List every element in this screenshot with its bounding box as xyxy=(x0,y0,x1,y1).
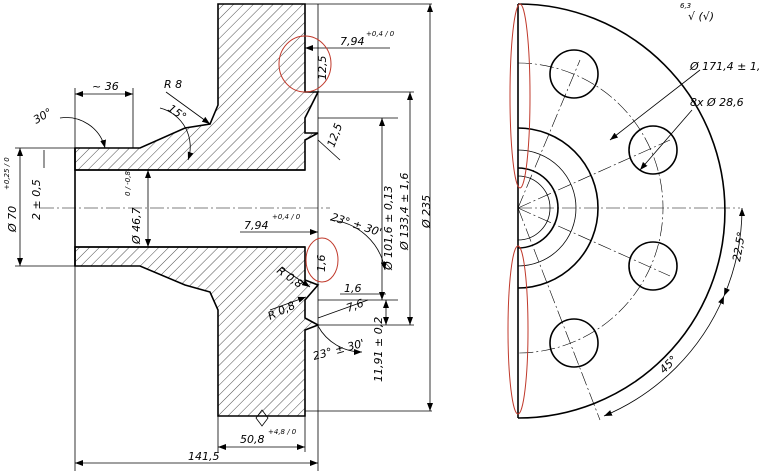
red-circle-12-5 xyxy=(278,35,332,93)
dim-101-6: Ø 101,6 ± 0,13 xyxy=(382,186,395,271)
upper-section-body xyxy=(74,3,320,171)
leader-holes xyxy=(639,109,693,171)
arc-30 xyxy=(59,117,107,149)
arc-22-5 xyxy=(723,207,745,297)
dim-15: 15° xyxy=(165,102,188,124)
bolt-hole-2 xyxy=(628,125,678,175)
dim-holes: 8x Ø 28,6 xyxy=(690,96,744,109)
dim-23-top: 23° ± 30' xyxy=(329,210,383,239)
dim-30: 30° xyxy=(31,106,54,127)
dim-7-6: 7,6 xyxy=(345,297,366,315)
dim-11-91: 11,91 ± 0,2 xyxy=(372,317,385,382)
red-ellipse-bottom xyxy=(507,245,529,415)
leader-r08-b xyxy=(269,296,307,311)
dim-7-94-top-tol: +0,4 / 0 xyxy=(366,30,395,38)
dim-70: Ø 70 xyxy=(6,206,19,233)
bolt-hole-4 xyxy=(549,318,599,368)
radial-line-4 xyxy=(517,207,601,421)
bolt-hole-1 xyxy=(549,49,599,99)
dim-22-5: 22,5° xyxy=(730,231,748,263)
bolt-hole-3 xyxy=(628,241,678,291)
radial-line-1 xyxy=(517,59,581,209)
dim-36: ~ 36 xyxy=(92,80,119,93)
dim-133-4: Ø 133,4 ± 1,6 xyxy=(398,173,411,251)
dim-12-5-b: 12,5 xyxy=(325,122,346,149)
dim-7-94-mid-tol: +0,4 / 0 xyxy=(272,213,301,221)
leader-12-5-b xyxy=(317,139,341,161)
arc-45 xyxy=(603,295,725,417)
dim-23-bot: 23° ± 30' xyxy=(311,337,365,363)
dim-45: 45° xyxy=(657,353,680,376)
red-markups-right xyxy=(507,3,531,415)
dim-50-8: 50,8 xyxy=(240,433,265,446)
dim-2: 2 ± 0,5 xyxy=(30,179,43,220)
radial-line-3 xyxy=(517,207,671,277)
dim-12-5-a: 12,5 xyxy=(316,56,329,81)
dim-171-4: Ø 171,4 ± 1,6 xyxy=(689,60,760,73)
roughness-marks: √ (√) xyxy=(688,10,714,23)
leader-7-6 xyxy=(317,299,369,319)
leader-r8 xyxy=(165,91,211,125)
roughness-value: 6,3 xyxy=(680,2,691,10)
dim-1-6: 1,6 xyxy=(315,255,328,273)
leader-r08-a xyxy=(281,267,311,288)
red-circle-1-6 xyxy=(305,237,339,283)
dim-7-94-mid: 7,94 xyxy=(244,219,269,232)
dim-50-8-tol: +4,8 / 0 xyxy=(268,428,297,436)
red-markups-left xyxy=(278,35,339,283)
datum-marker xyxy=(255,409,269,427)
dim-70-tol: +0,25 / 0 xyxy=(3,157,11,190)
dim-235: Ø 235 xyxy=(420,195,433,229)
section-view: 141,5 50,8 +4,8 / 0 ~ 36 R 8 15° 30° Ø 7… xyxy=(3,3,433,471)
arc-15 xyxy=(159,107,194,161)
radial-line-2 xyxy=(517,139,671,209)
leader-171-4 xyxy=(609,69,701,141)
dim-1-6-b: 1,6 xyxy=(344,282,362,295)
dim-46-7: Ø 46,7 xyxy=(130,207,143,245)
dim-r8: R 8 xyxy=(164,78,182,91)
red-ellipse-top xyxy=(509,3,531,189)
dim-141-5: 141,5 xyxy=(188,450,220,463)
lower-section-body xyxy=(74,246,320,417)
arc-23-bot xyxy=(317,325,363,356)
flange-front-view: Ø 171,4 ± 1,6 8x Ø 28,6 22,5° 45° 6,3 √ … xyxy=(517,2,760,421)
dim-46-7-tol: 0 / -0,8 xyxy=(124,171,132,196)
dim-7-94-top: 7,94 xyxy=(340,35,365,48)
